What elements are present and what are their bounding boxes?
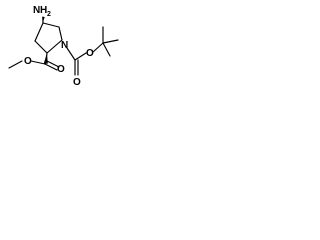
- amine-nitrogen-label: N: [33, 5, 40, 16]
- bond-tbu-methyl-2: [102, 39, 119, 44]
- bond-c3-c4: [34, 22, 44, 42]
- boc-ether-oxygen-label: O: [86, 48, 94, 59]
- bond-boc-ether-o-quaternary-c: [92, 42, 104, 53]
- bond-c5-ring-n: [58, 26, 63, 41]
- bond-c2-ester-stem: [44, 52, 48, 65]
- bond-c2-c3: [34, 40, 48, 54]
- bond-ester-c-o-double-b: [46, 60, 60, 68]
- ring-nitrogen-label: N: [61, 40, 68, 51]
- structure-canvas: N H 2 N O O O O: [0, 0, 127, 95]
- bond-ester-c-o-double-a: [44, 63, 58, 71]
- bond-tbu-methyl-3: [102, 42, 111, 57]
- bond-c4-c5: [42, 22, 60, 28]
- bond-ester-c-ether-o: [30, 60, 46, 65]
- amine-hydrogen-label: H: [40, 5, 47, 16]
- ester-carbonyl-oxygen-label: O: [57, 64, 65, 75]
- ester-ether-oxygen-label: O: [24, 56, 32, 67]
- bond-ester-ether-o-methyl: [8, 60, 23, 69]
- bond-boc-carbonyl-c-ether-o: [74, 52, 87, 61]
- amine-hydrogen-count: 2: [47, 11, 51, 18]
- bond-ring-n-c2: [46, 39, 63, 54]
- boc-carbonyl-oxygen-label: O: [73, 77, 81, 88]
- structure-drawing: N H 2 N O O O O: [8, 5, 119, 88]
- bond-ring-n-boc-carbonyl-c: [66, 47, 76, 61]
